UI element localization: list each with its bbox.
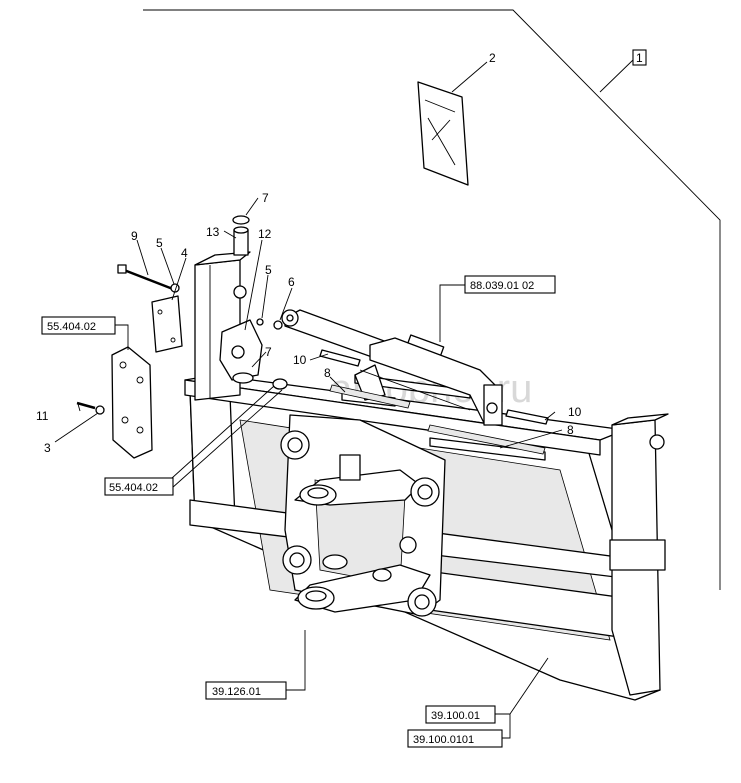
group-bracket-line bbox=[143, 9, 721, 590]
part-13-pin bbox=[233, 226, 249, 256]
ref-39100-box bbox=[425, 705, 496, 724]
callout-9: 9 bbox=[131, 229, 138, 243]
part-5-nut-b bbox=[256, 318, 264, 326]
ref-88039-box bbox=[464, 275, 556, 294]
part-10-shim-right bbox=[505, 409, 549, 425]
callout-2: 2 bbox=[489, 51, 496, 65]
cylinder-assembly bbox=[281, 309, 503, 426]
callout-3: 3 bbox=[44, 441, 51, 455]
callout-8-upper: 8 bbox=[324, 366, 331, 380]
part-10-shim-top bbox=[319, 349, 361, 367]
ref-55404-bottom-box bbox=[104, 477, 174, 496]
ref-39100-0101: 39.100.0101 bbox=[413, 734, 474, 746]
part-6-washer bbox=[273, 320, 283, 330]
callout-8-right: 8 bbox=[567, 423, 574, 437]
leader-1 bbox=[599, 59, 634, 93]
callout-1: 1 bbox=[636, 51, 643, 65]
part-9-bolt bbox=[117, 264, 179, 293]
callout-10-right: 10 bbox=[568, 405, 582, 419]
part-2-plate bbox=[417, 81, 469, 186]
bracket-plate-left bbox=[111, 346, 153, 459]
ref-39100-0101-box bbox=[407, 729, 503, 748]
part-8-strip-lower bbox=[427, 424, 546, 455]
ref-55404-top: 55.404.02 bbox=[47, 321, 96, 333]
leader-lines bbox=[54, 61, 563, 739]
part-4-cover bbox=[151, 295, 183, 353]
callout-12: 12 bbox=[258, 227, 272, 241]
part-11-bolt bbox=[76, 401, 96, 410]
part-3-washer bbox=[95, 405, 105, 415]
ref-39126-box bbox=[205, 681, 287, 700]
callout-10-upper: 10 bbox=[293, 353, 307, 367]
callout-7-top: 7 bbox=[262, 191, 269, 205]
ref-88039: 88.039.01 02 bbox=[470, 280, 534, 292]
part-7-oring-lower bbox=[272, 378, 288, 390]
callout-numbers: 1 2 7 13 9 5 4 12 5 6 7 10 8 10 8 11 3 bbox=[36, 49, 647, 455]
hitch-assembly bbox=[280, 414, 446, 617]
part-12-bracket bbox=[219, 319, 263, 384]
ref-55404-bottom: 55.404.02 bbox=[109, 482, 158, 494]
callout-7-lower: 7 bbox=[265, 345, 272, 359]
callout-5-left: 5 bbox=[156, 236, 163, 250]
callout-4: 4 bbox=[181, 246, 188, 260]
callout-11: 11 bbox=[36, 409, 49, 423]
callout-6: 6 bbox=[288, 275, 295, 289]
ref-39126: 39.126.01 bbox=[212, 686, 261, 698]
callout-13: 13 bbox=[206, 225, 220, 239]
reference-boxes: 88.039.01 02 55.404.02 55.404.02 39.126.… bbox=[41, 275, 556, 748]
ref-39100: 39.100.01 bbox=[431, 710, 480, 722]
callout-5-right: 5 bbox=[265, 263, 272, 277]
callout-1-box bbox=[632, 49, 647, 66]
part-8-strip-upper bbox=[329, 384, 411, 409]
ref-55404-top-box bbox=[41, 316, 116, 335]
part-7-oring-top bbox=[232, 215, 250, 225]
